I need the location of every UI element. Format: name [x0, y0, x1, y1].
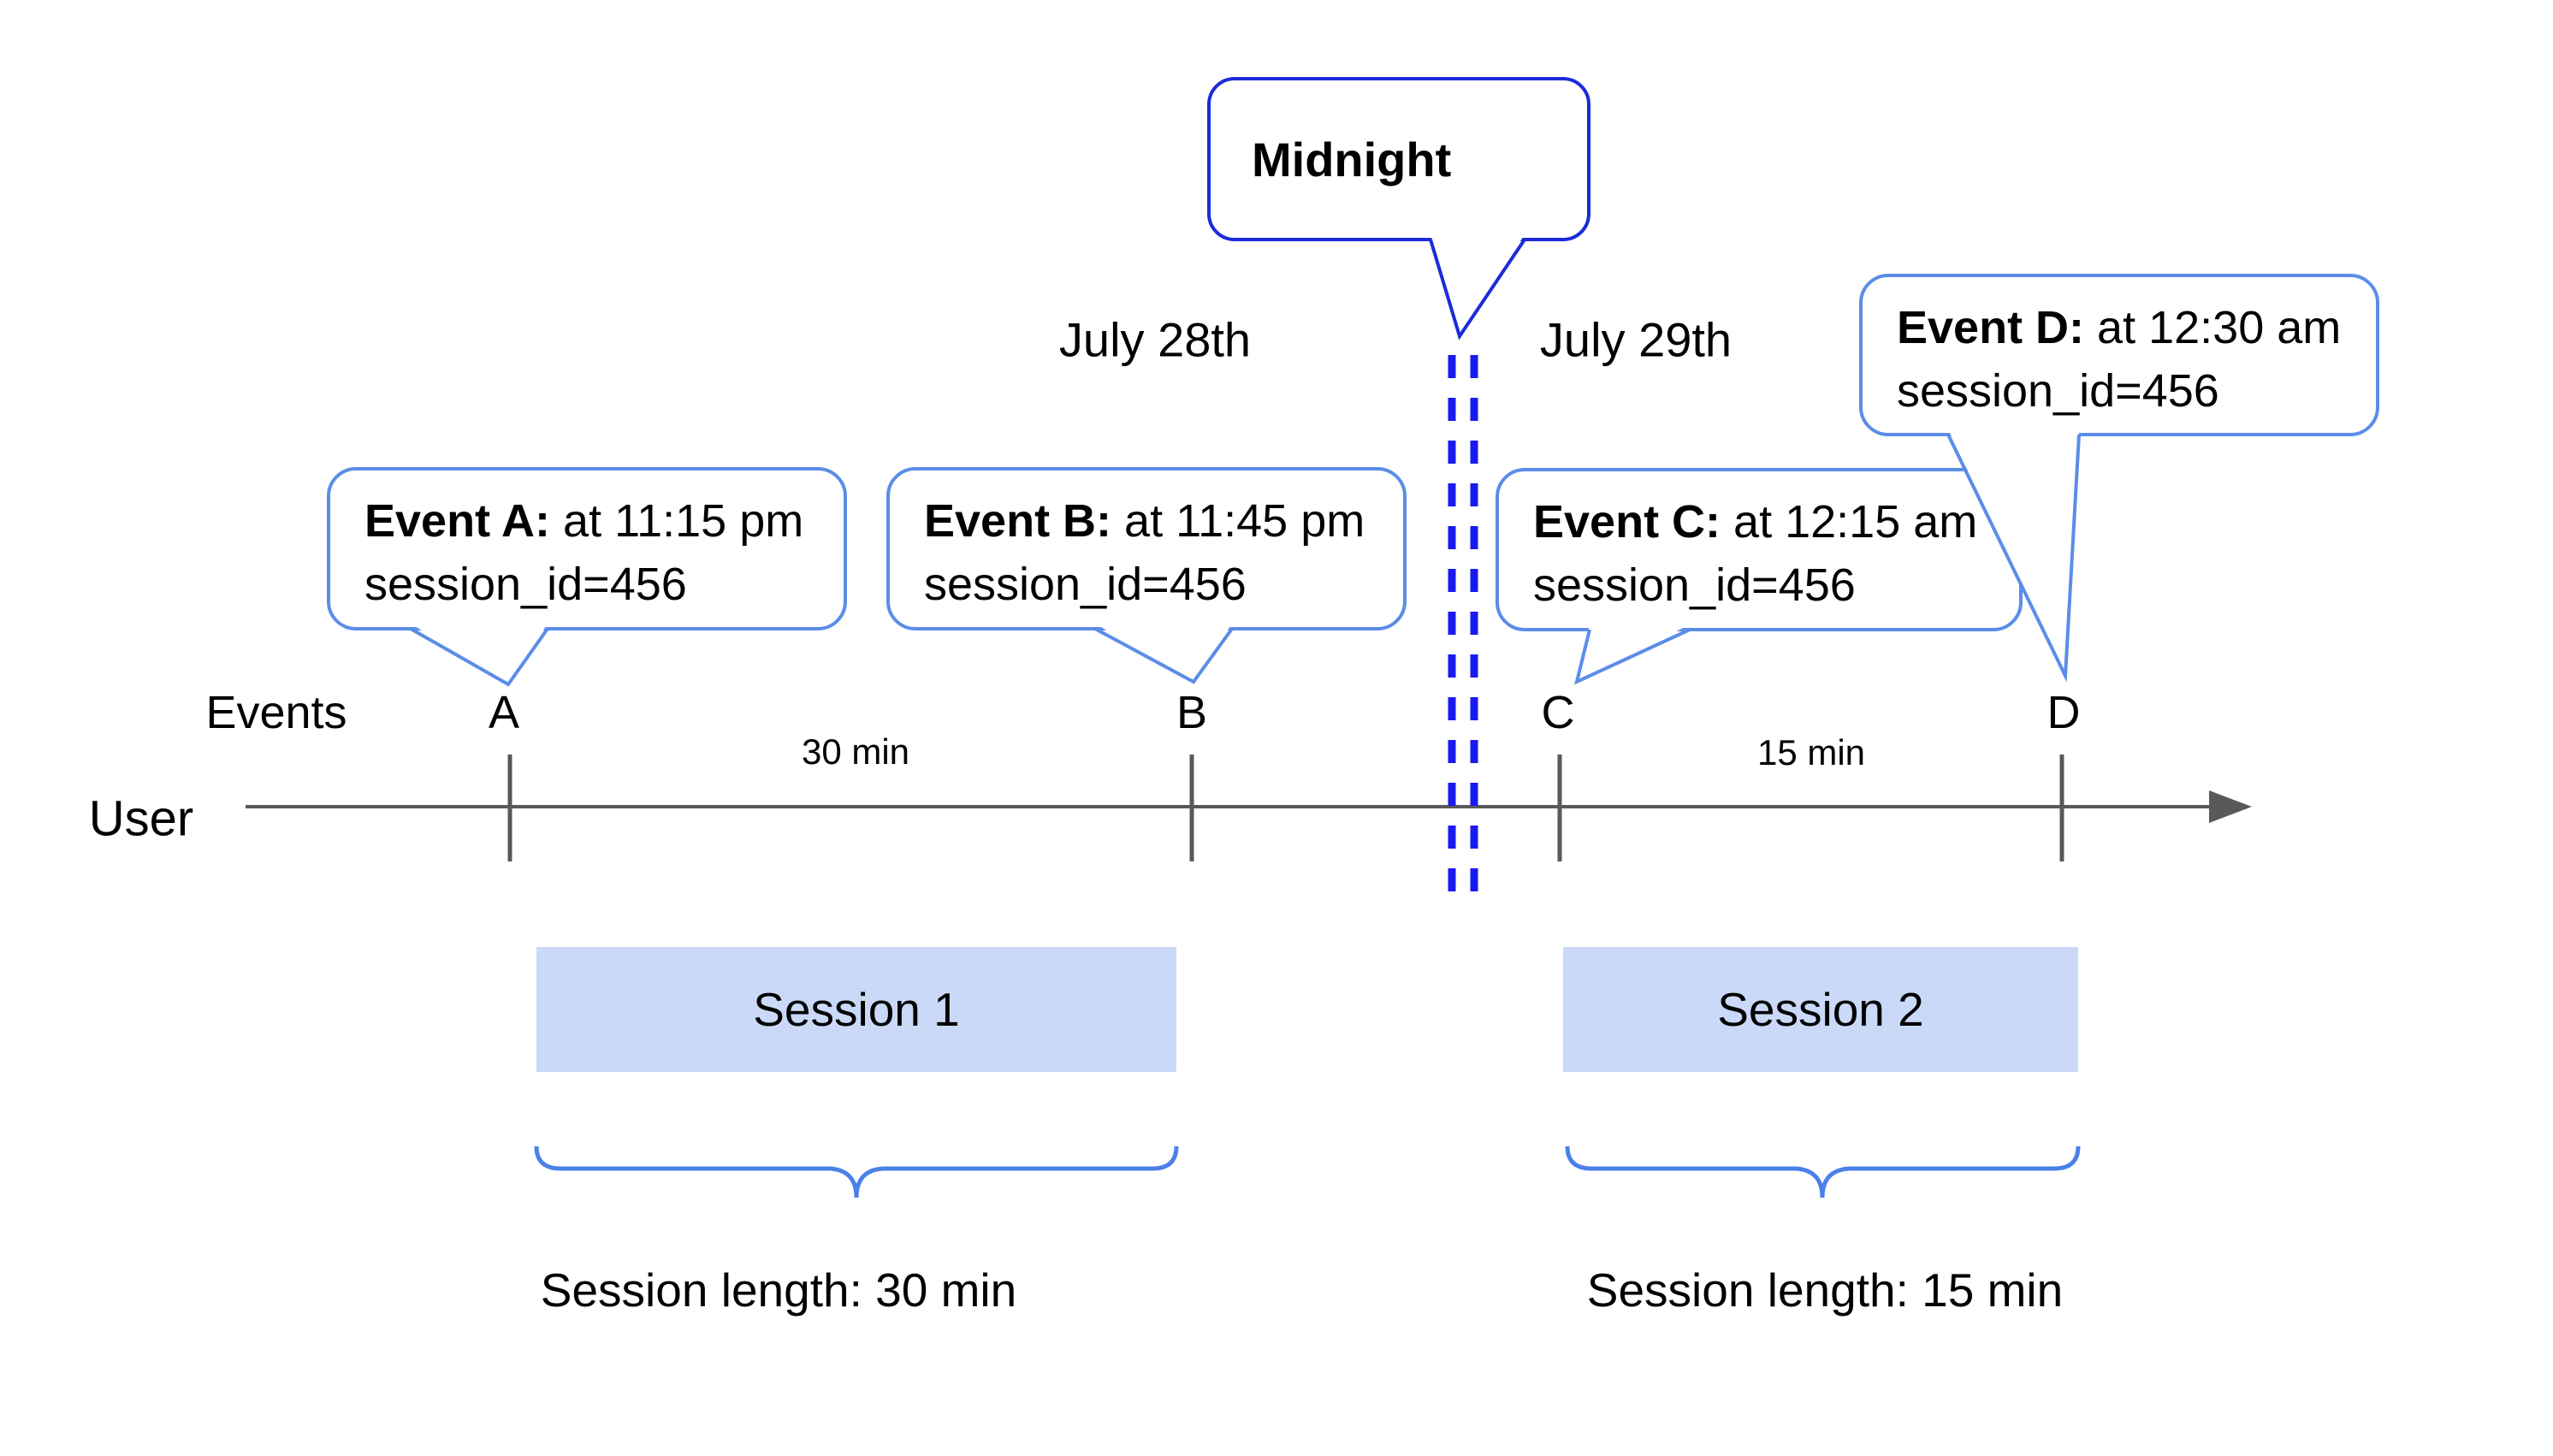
event-marker-b: B: [1176, 687, 1208, 738]
event-d-session-id: session_id=456: [1897, 365, 2219, 417]
timeline-arrowhead-icon: [2209, 790, 2252, 823]
event-c-session-id: session_id=456: [1533, 559, 1856, 611]
event-a-session-id: session_id=456: [364, 559, 687, 610]
session2-label: Session 2: [1717, 983, 1924, 1036]
session2-length-label: Session length: 15 min: [1586, 1264, 2064, 1317]
event-marker-a: A: [488, 687, 520, 738]
event-marker-d: D: [2047, 687, 2081, 738]
event-a-bubble-tail: [410, 627, 549, 687]
event-d-callout: Event D: at 12:30 am session_id=456: [1897, 296, 2341, 423]
event-d-bubble-tail: [1946, 434, 2081, 683]
session1-length-label: Session length: 30 min: [540, 1264, 1017, 1317]
event-b-time: at 11:45 pm: [1111, 495, 1365, 547]
event-b-bubble-tail-fill: [1095, 624, 1232, 682]
event-c-time: at 12:15 am: [1721, 496, 1978, 547]
event-b-line1: Event B: at 11:45 pm: [924, 489, 1365, 553]
gap-15min-label: 15 min: [1756, 732, 1866, 772]
midnight-bubble: [1207, 77, 1590, 241]
event-d-time: at 12:30 am: [2084, 302, 2342, 353]
event-a-line1: Event A: at 11:15 pm: [364, 489, 803, 553]
event-a-time: at 11:15 pm: [550, 495, 804, 547]
event-c-callout: Event C: at 12:15 am session_id=456: [1533, 490, 1977, 617]
event-a-bubble: [327, 467, 847, 630]
event-d-line1: Event D: at 12:30 am: [1897, 296, 2341, 359]
event-b-bubble-tail: [1094, 627, 1234, 684]
event-c-title: Event C:: [1533, 496, 1721, 547]
event-c-line1: Event C: at 12:15 am: [1533, 490, 1977, 553]
event-marker-c: C: [1541, 687, 1575, 738]
event-a-bubble-tail-fill: [411, 624, 548, 684]
session1-label: Session 1: [753, 983, 960, 1036]
date-label-july-29: July 29th: [1539, 312, 1733, 367]
user-axis-label: User: [88, 790, 194, 847]
event-b-title: Event B:: [924, 495, 1112, 547]
midnight-bubble-tail: [1429, 238, 1526, 340]
gap-30min-label: 30 min: [801, 731, 910, 772]
event-b-callout: Event B: at 11:45 pm session_id=456: [924, 489, 1365, 616]
date-label-july-28: July 28th: [1058, 312, 1252, 367]
session1-box: [536, 947, 1176, 1072]
event-d-bubble-tail-fill: [1948, 429, 2079, 676]
session1-brace: [534, 1145, 1179, 1199]
session2-brace: [1565, 1145, 2081, 1199]
event-c-bubble-tail: [1574, 628, 1691, 685]
event-b-session-id: session_id=456: [924, 559, 1247, 610]
event-d-title: Event D:: [1897, 302, 2085, 353]
session2-box: [1563, 947, 2078, 1072]
midnight-callout-label: Midnight: [1252, 132, 1452, 186]
events-axis-label: Events: [205, 687, 347, 738]
event-d-bubble: [1859, 274, 2379, 436]
midnight-bubble-tail-fill: [1431, 234, 1525, 336]
event-a-title: Event A:: [364, 495, 551, 547]
event-a-callout: Event A: at 11:15 pm session_id=456: [364, 489, 803, 616]
